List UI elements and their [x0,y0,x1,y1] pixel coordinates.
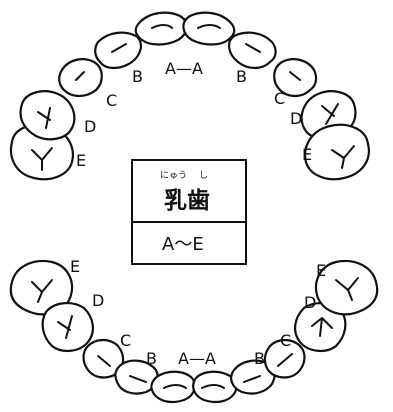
upper-label-c-right: C [274,89,285,108]
upper-tooth-a-right-mark [197,24,221,29]
upper-tooth-e-right-mark [331,145,355,169]
lower-label-e-right: E [316,261,326,280]
lower-label-c-left: C [120,331,131,350]
upper-tooth-b-right-mark [245,43,261,53]
upper-tooth-d-left [19,90,76,141]
upper-tooth-e-right [304,123,370,181]
lower-tooth-e-right-mark [335,277,359,301]
lower-tooth-d-left-mark [57,315,73,339]
lower-tooth-e-left [9,259,74,316]
legend-ruby-1: にゅう [160,170,187,181]
lower-label-e-left: E [70,257,80,276]
upper-tooth-c-right-mark [289,71,301,81]
legend-frame [131,159,247,265]
upper-tooth-c-left-mark [75,71,85,81]
upper-label-e-right: E [302,145,312,164]
lower-label-d-left: D [92,291,104,310]
upper-tooth-a-left [134,11,188,46]
lower-tooth-c-right-mark [277,353,293,367]
upper-tooth-c-left [58,58,103,98]
upper-tooth-d-left-mark [37,107,51,129]
upper-tooth-b-left-mark [111,43,127,53]
upper-label-c-left: C [106,91,117,110]
lower-label-center: A—A [178,349,216,368]
upper-label-d-right: D [290,109,302,128]
upper-label-b-right: B [236,67,247,86]
legend-box: にゅう し 乳歯 A〜E [131,159,247,265]
lower-tooth-b-left-mark [129,375,147,383]
lower-tooth-a-right-mark [201,384,225,389]
lower-arch: E E D D C C B B A—A [9,257,379,404]
lower-tooth-b-right-mark [243,375,261,383]
lower-tooth-a-right [192,370,238,404]
legend-range: A〜E [162,234,204,255]
upper-label-d-left: D [84,117,96,136]
upper-arch: A—A B B C C D D E E [9,11,370,181]
lower-tooth-c-left-mark [97,355,111,367]
upper-tooth-b-right [228,31,277,70]
upper-tooth-c-right [273,58,318,98]
lower-tooth-a-left [150,370,196,404]
lower-tooth-b-right [230,359,276,395]
lower-tooth-e-left-mark [31,279,53,303]
upper-tooth-a-right [182,11,236,46]
lower-tooth-d-right-mark [311,317,333,337]
upper-tooth-a-left-mark [151,24,173,29]
legend-ruby-2: し [199,170,208,181]
lower-tooth-b-left [114,359,159,395]
upper-tooth-d-right-mark [321,103,339,125]
upper-label-b-left: B [132,67,143,86]
lower-tooth-d-left [41,302,94,352]
lower-tooth-a-left-mark [163,384,187,389]
lower-label-c-right: C [280,331,291,350]
lower-label-d-right: D [304,293,316,312]
upper-tooth-b-left [94,31,142,70]
upper-tooth-e-left-mark [31,147,53,171]
upper-label-e-left: E [76,151,86,170]
lower-tooth-c-right [263,338,306,379]
lower-label-b-right: B [254,349,265,368]
legend-title: 乳歯 [164,187,210,214]
lower-label-b-left: B [146,349,157,368]
upper-label-center: A—A [165,59,203,78]
